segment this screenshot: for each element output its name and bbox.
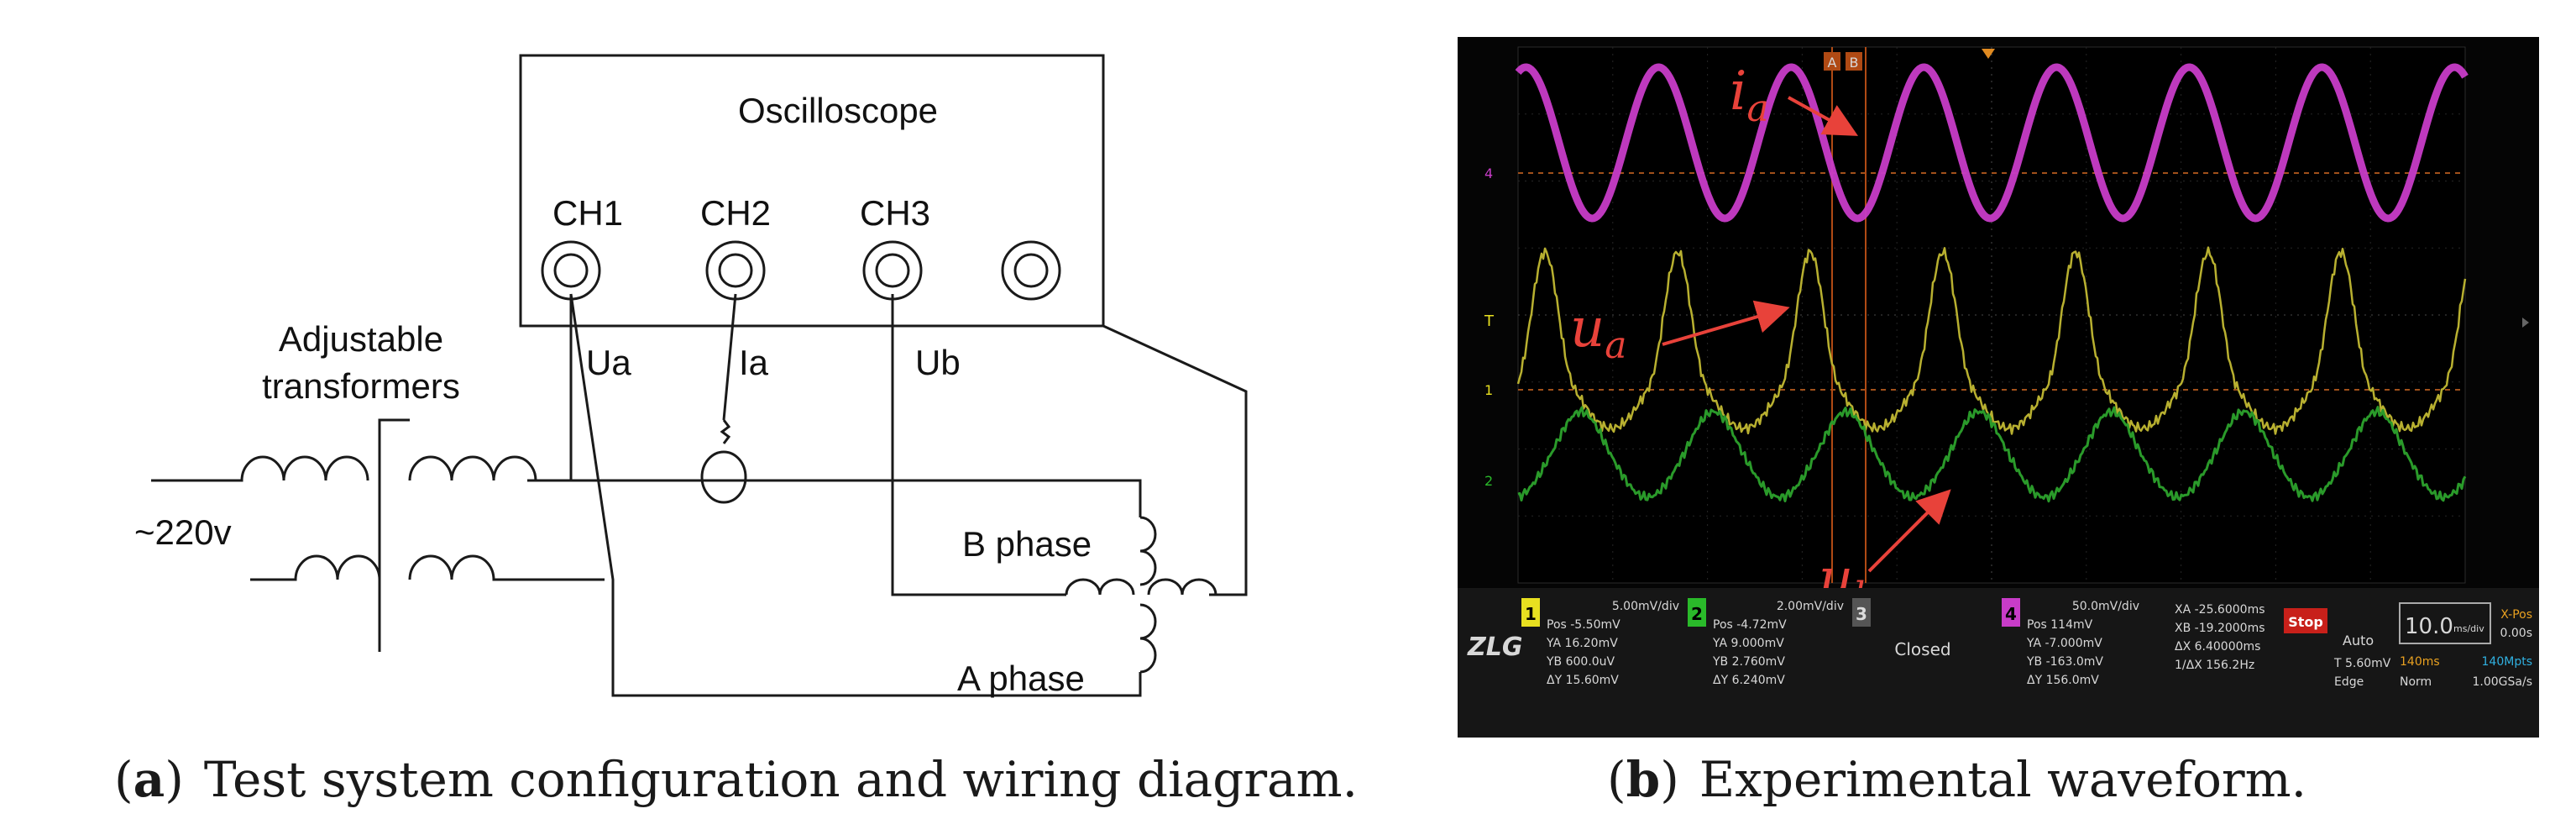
- trace-ia: [1515, 63, 2469, 223]
- scope-plot-area: [1517, 46, 2466, 584]
- scope-logo: ZLG: [1467, 633, 1523, 662]
- cursor-dx: ΔX 6.40000ms: [2175, 640, 2260, 654]
- a-phase-label: A phase: [957, 659, 1085, 698]
- oscilloscope-label: Oscilloscope: [738, 91, 938, 130]
- timebase-unit: ms/div: [2453, 623, 2484, 634]
- ch4-ya: YA -7.000mV: [2026, 637, 2102, 650]
- trace-ub: [1517, 406, 2467, 503]
- xpos-label: X-Pos: [2500, 608, 2532, 622]
- b-phase-label: B phase: [962, 524, 1092, 564]
- annotation-ua: ua: [1570, 297, 1790, 367]
- ch4-scale: 50.0mV/div: [2072, 600, 2139, 613]
- caption-b: (b)Experimental waveform.: [1607, 751, 2306, 808]
- sample-rate: 1.00GSa/s: [2473, 675, 2533, 689]
- bnc-connector-ch1: [541, 240, 601, 301]
- probe-label-ub: Ub: [915, 343, 961, 382]
- ch2-ya: YA 9.000mV: [1712, 637, 1784, 650]
- trigger-level-marker: T: [1484, 312, 1495, 330]
- scope-status-bar: ZLG 1 5.00mV/div Pos -5.50mV YA 16.20mV …: [1458, 588, 2539, 738]
- svg-text:ia: ia: [1730, 60, 1769, 130]
- probe-label-ia: Ia: [739, 343, 769, 382]
- trigger-position-marker: [1982, 49, 1995, 59]
- ch4-offset-marker: 4: [1484, 165, 1493, 181]
- transformer-label-line1: Adjustable: [279, 319, 443, 359]
- scope-side-handle-icon: [2522, 318, 2529, 328]
- oscilloscope-box: [519, 54, 1105, 328]
- memory-depth-time: 140ms: [2400, 655, 2440, 669]
- wiring-lines: [521, 293, 1248, 697]
- channel-label-ch3: CH3: [860, 193, 930, 233]
- bnc-connector-ch3: [862, 240, 923, 301]
- cursor-xa: XA -25.6000ms: [2175, 603, 2265, 617]
- ch1-number: 1: [1525, 604, 1537, 624]
- caption-a: (a)Test system configuration and wiring …: [114, 751, 1358, 808]
- load-phase-coils: [1065, 516, 1217, 674]
- transformer-coils: [151, 418, 605, 652]
- ch4-yb: YB -163.0mV: [2026, 655, 2103, 669]
- trigger-level: T 5.60mV: [2333, 657, 2391, 670]
- cursor-a-label: A: [1828, 55, 1837, 71]
- ch3-state: Closed: [1894, 639, 1950, 659]
- oscilloscope-screen: A B 4 T 1 2 ia ua ub ZLG: [1458, 37, 2539, 738]
- ch1-dy: ΔY 15.60mV: [1547, 674, 1619, 687]
- cursor-xb: XB -19.2000ms: [2175, 622, 2265, 635]
- stop-label: Stop: [2288, 614, 2323, 630]
- wiring-diagram: Oscilloscope CH1 CH2 CH3 Ua Ia Ub Adjust…: [134, 54, 1248, 698]
- cursor-b-label: B: [1850, 55, 1859, 71]
- timebase-value: 10.0: [2405, 614, 2453, 639]
- ch2-dy: ΔY 6.240mV: [1713, 674, 1785, 687]
- trace-ua: [1516, 246, 2467, 435]
- timebase-box[interactable]: [2399, 602, 2491, 644]
- ch3-number: 3: [1856, 604, 1867, 624]
- ch4-pos: Pos 114mV: [2027, 618, 2093, 632]
- ch2-offset-marker: 2: [1484, 473, 1493, 489]
- current-clamp: [700, 450, 747, 504]
- svg-text:ua: ua: [1570, 297, 1626, 367]
- cursor-inv-dx: 1/ΔX 156.2Hz: [2175, 659, 2254, 672]
- cursor-b-tag: [1846, 52, 1862, 71]
- trigger-type: Edge: [2334, 675, 2364, 689]
- trigger-mode: Auto: [2343, 633, 2374, 648]
- ch2-number: 2: [1691, 604, 1703, 624]
- ch4-number: 4: [2005, 604, 2017, 624]
- source-label: ~220v: [134, 512, 232, 552]
- xpos-value: 0.00s: [2500, 627, 2532, 640]
- annotation-ia: ia: [1730, 60, 1859, 136]
- stop-button[interactable]: [2284, 608, 2327, 633]
- ch2-scale: 2.00mV/div: [1777, 600, 1844, 613]
- ch1-pos: Pos -5.50mV: [1547, 618, 1620, 632]
- transformer-label-line2: transformers: [262, 366, 460, 406]
- acquisition-mode: Norm: [2400, 675, 2432, 689]
- ch1-offset-marker: 1: [1484, 382, 1493, 398]
- cursor-a-tag: [1824, 52, 1840, 71]
- ch4-dy: ΔY 156.0mV: [2027, 674, 2099, 687]
- bnc-connector-ch2: [705, 240, 766, 301]
- memory-depth-points: 140Mpts: [2482, 655, 2532, 669]
- bnc-connector-ch4: [1001, 240, 1061, 301]
- channel-label-ch1: CH1: [552, 193, 623, 233]
- ch2-pos: Pos -4.72mV: [1713, 618, 1787, 632]
- ch2-yb: YB 2.760mV: [1712, 655, 1785, 669]
- probe-label-ua: Ua: [586, 343, 631, 382]
- ch1-yb: YB 600.0uV: [1546, 655, 1615, 669]
- channel-label-ch2: CH2: [700, 193, 771, 233]
- ch1-ya: YA 16.20mV: [1546, 637, 1618, 650]
- ch1-scale: 5.00mV/div: [1612, 600, 1679, 613]
